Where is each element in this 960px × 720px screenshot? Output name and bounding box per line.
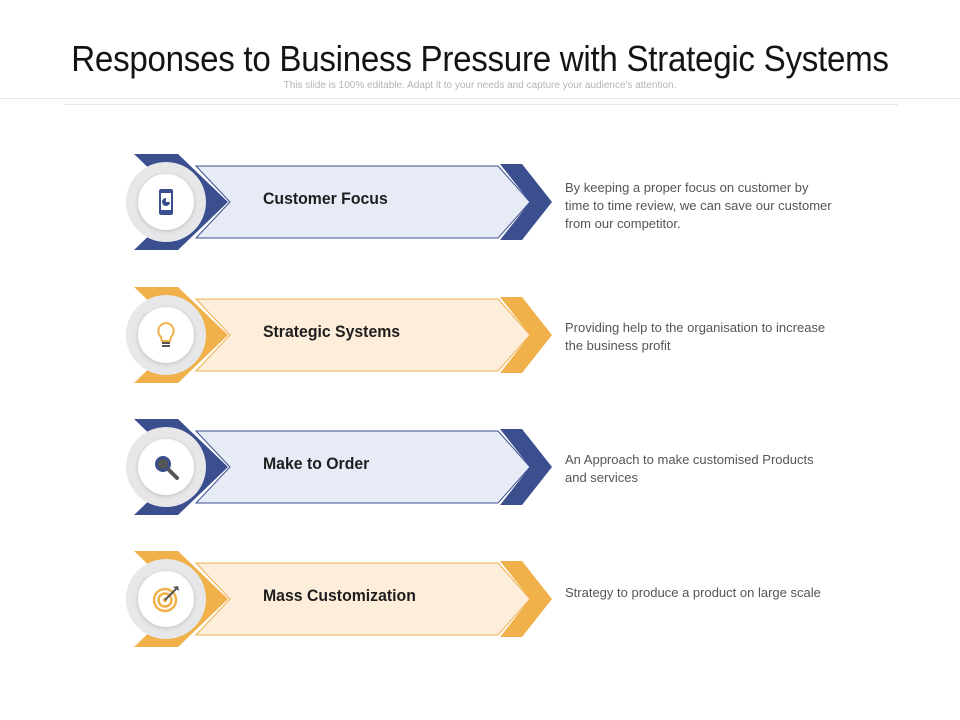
page-title: Responses to Business Pressure with Stra… <box>71 38 889 79</box>
step-strategic-systems: Strategic Systems Providing help to the … <box>0 285 960 385</box>
step-label: Strategic Systems <box>263 322 401 341</box>
step-label: Make to Order <box>263 454 370 473</box>
icon-badge <box>138 571 194 627</box>
smartphone-chart-icon <box>159 189 173 215</box>
step-customer-focus: Customer Focus By keeping a proper focus… <box>0 152 960 252</box>
icon-badge <box>138 439 194 495</box>
step-description: An Approach to make customised Products … <box>565 452 814 485</box>
step-make-to-order: Make to Order An Approach to make custom… <box>0 417 960 517</box>
header-divider-bottom <box>64 104 898 105</box>
page-subtitle: This slide is 100% editable. Adapt it to… <box>283 80 677 91</box>
icon-badge <box>138 174 194 230</box>
step-description: Strategy to produce a product on large s… <box>565 585 821 600</box>
step-description: By keeping a proper focus on customer by… <box>565 180 832 231</box>
step-description: Providing help to the organisation to in… <box>565 320 826 353</box>
magnifier-icon <box>155 456 179 480</box>
step-label: Customer Focus <box>263 189 388 208</box>
lightbulb-icon <box>157 321 175 347</box>
header-divider-top <box>0 98 960 99</box>
step-mass-customization: Mass Customization Strategy to produce a… <box>0 549 960 649</box>
target-icon <box>152 586 179 613</box>
icon-badge <box>138 307 194 363</box>
step-label: Mass Customization <box>263 586 416 605</box>
